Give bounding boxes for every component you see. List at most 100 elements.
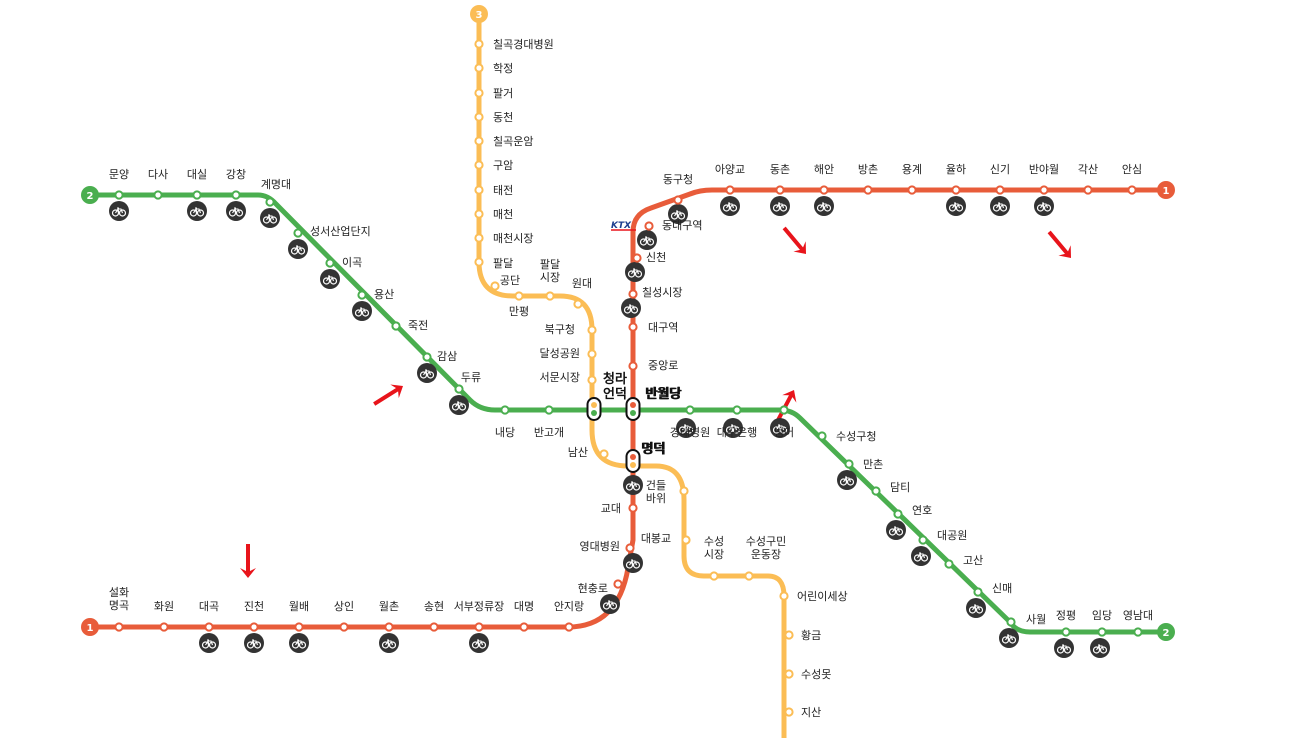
line3-station-8-label: 매천시장 [493,231,533,245]
line2-station-26[interactable] [1061,627,1071,637]
line1-station-0[interactable] [114,622,124,632]
line2-station-20[interactable] [871,486,881,496]
line3-station-14[interactable] [587,325,597,335]
line2-station-9-label: 감삼 [437,350,457,363]
line1-station-9[interactable] [519,622,529,632]
line-3-badge-north[interactable]: 3 [470,5,488,23]
line-2-badge-east[interactable]: 2 [1157,623,1175,641]
transfer-cheongna-eondeok[interactable] [586,397,602,421]
line2-station-5[interactable] [293,228,303,238]
line3-station-0[interactable] [474,39,484,49]
line1-station-11[interactable] [613,579,623,589]
line3-station-22[interactable] [709,571,719,581]
line-1-badge-east[interactable]: 1 [1157,181,1175,199]
line1-station-30[interactable] [1083,185,1093,195]
line2-station-16[interactable] [732,405,742,415]
line1-station-1[interactable] [159,622,169,632]
line2-station-28[interactable] [1133,627,1143,637]
line1-station-31[interactable] [1127,185,1137,195]
line1-station-19[interactable] [632,253,642,263]
line3-station-7[interactable] [474,209,484,219]
line2-station-10[interactable] [454,384,464,394]
line2-station-11[interactable] [500,405,510,415]
bike-icon [320,269,340,289]
line1-station-6[interactable] [384,622,394,632]
line2-station-3[interactable] [231,190,241,200]
line2-station-6[interactable] [325,258,335,268]
line1-station-24[interactable] [819,185,829,195]
line3-station-1[interactable] [474,63,484,73]
line3-station-12[interactable] [545,291,555,301]
line1-station-16[interactable] [628,361,638,371]
transfer-myeongdeok[interactable] [625,449,641,473]
line2-station-18[interactable] [817,431,827,441]
line2-station-27[interactable] [1097,627,1107,637]
line2-station-8[interactable] [391,321,401,331]
line2-station-24[interactable] [973,587,983,597]
line3-station-5[interactable] [474,160,484,170]
line1-station-27[interactable] [951,185,961,195]
line3-station-3[interactable] [474,112,484,122]
line1-station-25[interactable] [863,185,873,195]
line-1-badge-west[interactable]: 1 [81,618,99,636]
line3-station-8[interactable] [474,233,484,243]
line2-station-0[interactable] [114,190,124,200]
line1-station-26[interactable] [907,185,917,195]
line1-station-13[interactable] [628,503,638,513]
line-2-badge-west[interactable]: 2 [81,186,99,204]
line1-station-23[interactable] [775,185,785,195]
line1-station-2[interactable] [204,622,214,632]
line3-station-4[interactable] [474,136,484,146]
line1-station-20[interactable] [644,221,654,231]
line1-station-12[interactable] [625,543,635,553]
transfer-banwoldang[interactable] [625,397,641,421]
line2-station-4[interactable] [265,197,275,207]
bike-icon [352,301,372,321]
line3-station-10[interactable] [490,281,500,291]
line1-station-5[interactable] [339,622,349,632]
line3-station-25[interactable] [784,630,794,640]
line3-station-13[interactable] [573,299,583,309]
line3-station-23[interactable] [744,571,754,581]
line2-station-2[interactable] [192,190,202,200]
line2-station-22[interactable] [918,535,928,545]
line2-station-1[interactable] [153,190,163,200]
line3-station-15[interactable] [587,349,597,359]
line3-station-24[interactable] [779,591,789,601]
line2-station-25[interactable] [1006,617,1016,627]
line1-station-23-label: 동촌 [770,163,790,176]
line1-station-7[interactable] [429,622,439,632]
line3-station-11[interactable] [514,291,524,301]
line3-station-26[interactable] [784,669,794,679]
line3-station-27[interactable] [784,707,794,717]
line1-station-29[interactable] [1039,185,1049,195]
ktx-logo: KTX [611,221,632,231]
line2-station-9[interactable] [422,352,432,362]
line2-station-17[interactable] [779,405,789,415]
line3-station-20[interactable] [679,486,689,496]
bike-icon [814,196,834,216]
line1-station-10[interactable] [564,622,574,632]
line2-station-19[interactable] [844,459,854,469]
line2-station-12[interactable] [544,405,554,415]
line1-station-4[interactable] [294,622,304,632]
line1-station-28[interactable] [995,185,1005,195]
line1-station-21[interactable] [673,195,683,205]
line3-station-18[interactable] [599,449,609,459]
line2-station-1-label: 다사 [148,168,168,181]
line3-station-21[interactable] [681,535,691,545]
station-nodes[interactable] [114,39,1143,717]
line3-station-2[interactable] [474,88,484,98]
line3-station-9[interactable] [474,257,484,267]
line1-station-22[interactable] [725,185,735,195]
line2-station-15[interactable] [685,405,695,415]
line2-station-7[interactable] [357,290,367,300]
line1-station-8[interactable] [474,622,484,632]
line3-station-16[interactable] [587,375,597,385]
line3-station-6[interactable] [474,185,484,195]
line1-station-18[interactable] [628,289,638,299]
line1-station-3[interactable] [249,622,259,632]
line1-station-17[interactable] [628,322,638,332]
line2-station-21[interactable] [893,509,903,519]
line2-station-23[interactable] [944,559,954,569]
